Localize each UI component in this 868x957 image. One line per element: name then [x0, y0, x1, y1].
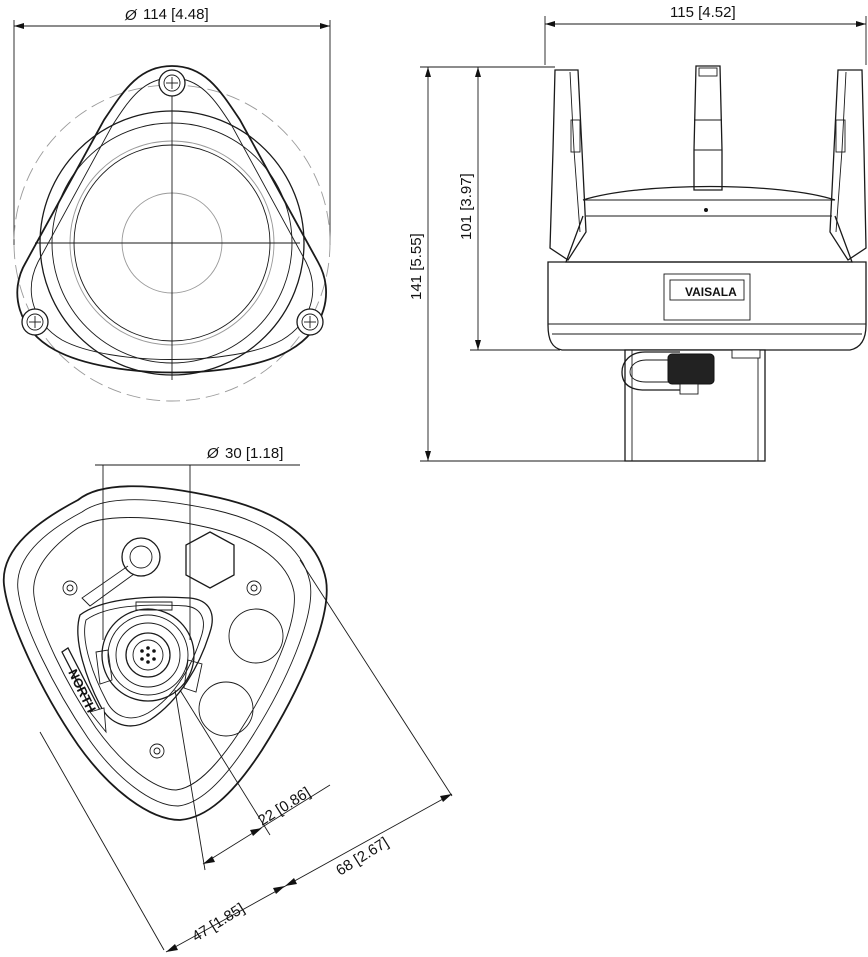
side-view: 115 [4.52] 141 [5.55] 101 [3.97]: [408, 4, 867, 462]
brand-label: VAISALA: [685, 285, 737, 299]
screw-top: [158, 69, 186, 97]
screw-right: [296, 308, 324, 336]
top-view: Ø 114 [4.48]: [13, 6, 331, 402]
screw-left: [21, 308, 49, 336]
prong-center: [693, 65, 723, 191]
dim-side-width: 115 [4.52]: [670, 4, 736, 21]
dim-total-height: 141 [5.55]: [408, 233, 425, 300]
dim-offset-bottom: 47 [1.85]: [189, 900, 248, 945]
dim-connector-diameter-symbol: Ø: [206, 445, 220, 462]
dim-offset-large: 68 [2.67]: [333, 834, 392, 879]
prong-right: [829, 69, 867, 261]
prong-left: [549, 69, 587, 261]
dim-top-diameter-symbol: Ø: [124, 7, 138, 24]
dim-offset-small: 22 [0.86]: [255, 784, 314, 829]
dim-body-height: 101 [3.97]: [458, 173, 475, 240]
dim-top-diameter: 114 [4.48]: [143, 6, 209, 23]
dim-connector-diameter: 30 [1.18]: [225, 445, 283, 462]
bottom-view: Ø 30 [1.18]: [2, 445, 453, 953]
